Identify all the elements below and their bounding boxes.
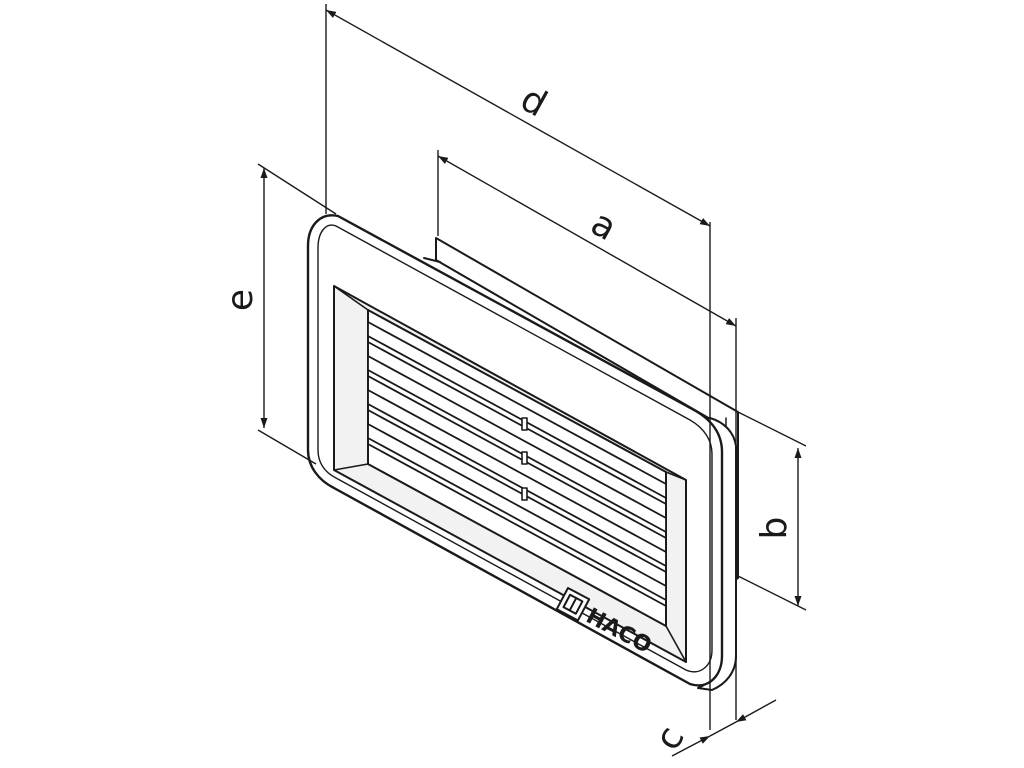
dim-line-c-right xyxy=(735,699,777,723)
louver-blades xyxy=(367,321,667,607)
blade-pins xyxy=(521,417,528,501)
label-e: e xyxy=(220,289,261,311)
dim-line-a xyxy=(437,155,737,327)
blade-pin xyxy=(521,451,528,465)
label-c: c xyxy=(647,719,692,757)
louver-blade xyxy=(367,423,667,601)
louver-shadow xyxy=(367,443,667,607)
bevel-corner-br xyxy=(665,625,687,663)
louver-shadow xyxy=(367,341,667,505)
grille-body: HACO xyxy=(306,214,739,691)
louver-blade xyxy=(367,389,667,567)
louver-shadow xyxy=(367,409,667,573)
bevel-corner-bl xyxy=(333,463,369,471)
ext-b-bottom xyxy=(737,575,807,611)
louver-blade xyxy=(367,321,667,499)
ext-e-top xyxy=(257,163,337,215)
blade-pin xyxy=(521,417,528,431)
ext-b-top xyxy=(737,411,807,447)
dim-line-d xyxy=(325,9,711,227)
louver-shadow xyxy=(367,375,667,539)
ext-e-bottom xyxy=(257,429,317,465)
blade-pin xyxy=(521,487,528,501)
bevel-corner-tr xyxy=(665,471,687,481)
louver-blade xyxy=(367,355,667,533)
bevel-corner-tl xyxy=(333,285,369,311)
dim-line-c-mid xyxy=(709,721,737,737)
dimension-lines xyxy=(257,4,807,757)
rear-duct-clip-left xyxy=(423,257,441,263)
dim-line-c-left xyxy=(671,735,711,757)
label-b: b xyxy=(754,517,795,540)
